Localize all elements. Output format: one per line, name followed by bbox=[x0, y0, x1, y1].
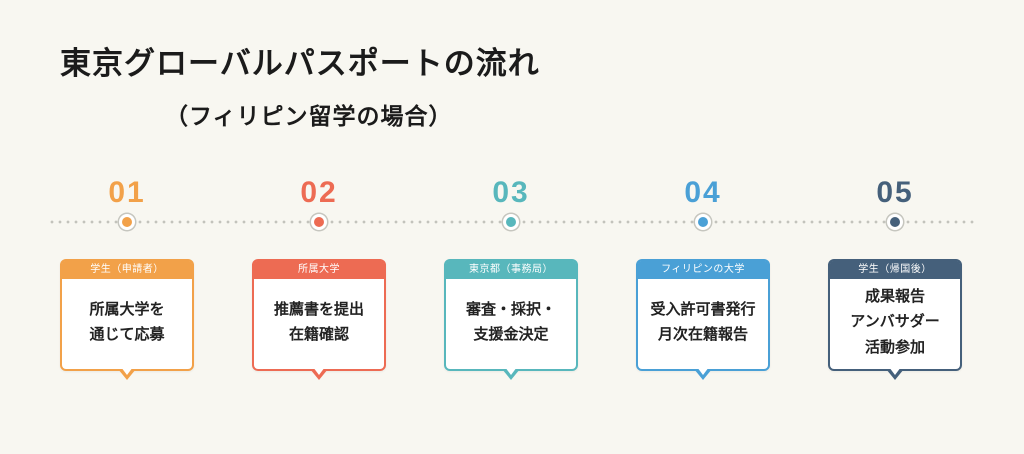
step-card-text: 推薦書を提出 在籍確認 bbox=[273, 300, 364, 344]
step-card-text: 審査・採択・ 支援金決定 bbox=[465, 300, 556, 344]
step-card-text: 成果報告 アンバサダー 活動参加 bbox=[850, 287, 940, 356]
step-number: 04 bbox=[684, 176, 722, 209]
step-card-label: 学生（申請者） bbox=[62, 261, 192, 279]
page-subtitle: （フィリピン留学の場合） bbox=[165, 103, 453, 129]
step-card-label: 所属大学 bbox=[254, 261, 384, 279]
step-marker-dot bbox=[314, 217, 324, 227]
step-card: フィリピンの大学 受入許可書発行 月次在籍報告 bbox=[636, 259, 770, 380]
timeline-step-5: 05 学生（帰国後） 成果報告 アンバサダー 活動参加 bbox=[815, 176, 975, 380]
header: 東京グローバルパスポートの流れ （フィリピン留学の場合） bbox=[0, 0, 1024, 131]
step-number: 02 bbox=[300, 176, 338, 209]
step-card-label: フィリピンの大学 bbox=[638, 261, 768, 279]
timeline-step-3: 03 東京都（事務局） 審査・採択・ 支援金決定 bbox=[431, 176, 591, 380]
timeline: 01 学生（申請者） 所属大学を 通じて応募 02 所属大学 推薦書を提出 在籍… bbox=[47, 176, 975, 380]
timeline-step-1: 01 学生（申請者） 所属大学を 通じて応募 bbox=[47, 176, 207, 380]
step-marker-dot bbox=[506, 217, 516, 227]
step-card-label: 東京都（事務局） bbox=[446, 261, 576, 279]
step-number: 01 bbox=[108, 176, 146, 209]
step-card: 所属大学 推薦書を提出 在籍確認 bbox=[252, 259, 386, 380]
page-title: 東京グローバルパスポートの流れ bbox=[60, 46, 540, 81]
step-marker-dot bbox=[698, 217, 708, 227]
step-number: 03 bbox=[492, 176, 530, 209]
step-card: 学生（帰国後） 成果報告 アンバサダー 活動参加 bbox=[828, 259, 962, 380]
step-marker-dot bbox=[122, 217, 132, 227]
step-card-label: 学生（帰国後） bbox=[830, 261, 960, 279]
step-card: 東京都（事務局） 審査・採択・ 支援金決定 bbox=[444, 259, 578, 380]
timeline-step-2: 02 所属大学 推薦書を提出 在籍確認 bbox=[239, 176, 399, 380]
step-card-text: 受入許可書発行 月次在籍報告 bbox=[650, 300, 756, 344]
timeline-step-4: 04 フィリピンの大学 受入許可書発行 月次在籍報告 bbox=[623, 176, 783, 380]
step-card-text: 所属大学を 通じて応募 bbox=[89, 300, 165, 344]
step-number: 05 bbox=[876, 176, 914, 209]
step-marker-dot bbox=[890, 217, 900, 227]
step-card: 学生（申請者） 所属大学を 通じて応募 bbox=[60, 259, 194, 380]
